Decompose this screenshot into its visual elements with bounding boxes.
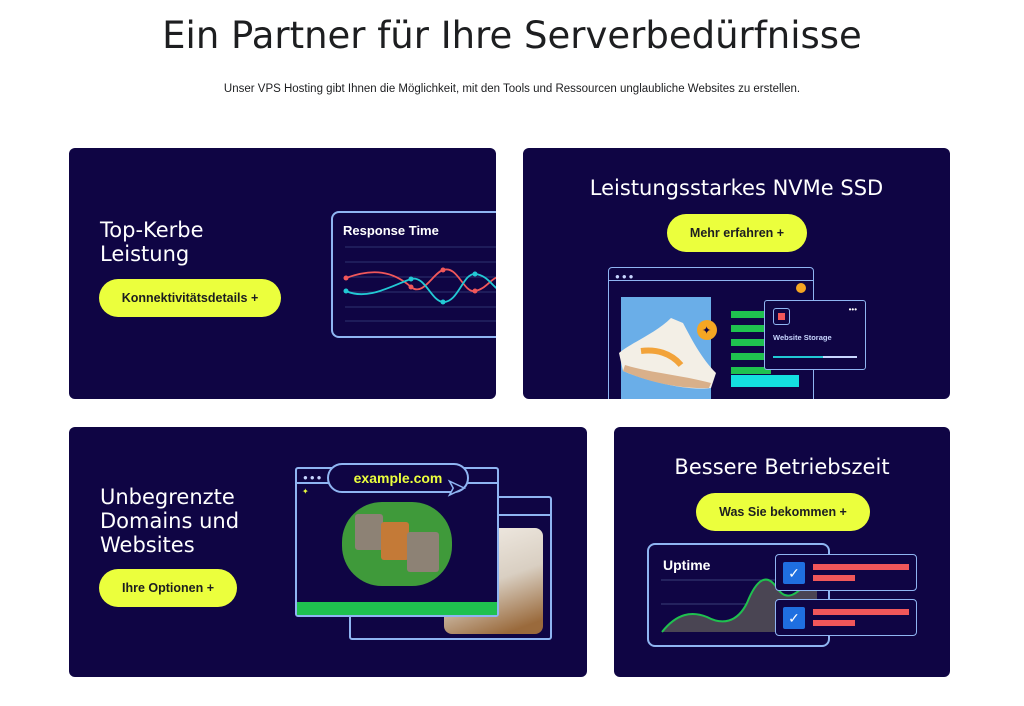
chart-title: Uptime [663, 557, 711, 573]
candle [407, 532, 439, 572]
card-nvme-ssd: Leistungsstarkes NVMe SSD Mehr erfahren … [523, 148, 950, 399]
title-line: Websites [100, 533, 195, 557]
window-dots: ●●● [303, 473, 324, 482]
widget-title: Website Storage [773, 333, 832, 342]
checklist-item: ✓ [775, 599, 917, 636]
cube-icon [773, 308, 790, 325]
window-dots: ●●● [615, 272, 636, 281]
candle [355, 514, 383, 550]
storage-widget: ••• Website Storage [764, 300, 866, 370]
coin-icon [796, 283, 806, 293]
checkbox-checked-icon: ✓ [783, 607, 805, 629]
learn-more-button[interactable]: Mehr erfahren + [667, 214, 807, 252]
brand-logo: ✦ [302, 487, 309, 496]
cyan-bar [731, 375, 799, 387]
url-bar: example.com [327, 463, 469, 493]
title-line: Top-Kerbe [100, 218, 204, 242]
response-lines [343, 246, 496, 322]
storage-progress [773, 356, 857, 358]
green-bars [731, 311, 771, 374]
what-you-get-button[interactable]: Was Sie bekommen + [696, 493, 870, 531]
title-line: Leistung [100, 242, 190, 266]
checklist-item: ✓ [775, 554, 917, 591]
cursor-icon: ➤ [446, 474, 466, 501]
sneaker-image: ✦ [619, 318, 717, 389]
card-uptime: Bessere Betriebszeit Was Sie bekommen + … [614, 427, 950, 677]
card-unlimited-domains: Unbegrenzte Domains und Websites Ihre Op… [69, 427, 587, 677]
title-line: Unbegrenzte [100, 485, 235, 509]
title-line: Domains und [100, 509, 240, 533]
checkbox-checked-icon: ✓ [783, 562, 805, 584]
connectivity-details-button[interactable]: Konnektivitätsdetails + [99, 279, 281, 317]
your-options-button[interactable]: Ihre Optionen + [99, 569, 237, 607]
page-subtitle: Unser VPS Hosting gibt Ihnen die Möglich… [223, 83, 801, 95]
svg-text:✦: ✦ [702, 325, 711, 337]
green-footer-bar [297, 602, 497, 615]
page-title: Ein Partner für Ihre Serverbedürfnisse [162, 14, 862, 57]
card-title: Top-Kerbe Leistung [100, 218, 204, 266]
card-performance: Top-Kerbe Leistung Konnektivitätsdetails… [69, 148, 496, 399]
candle [381, 522, 409, 560]
card-title: Leistungsstarkes NVMe SSD [589, 176, 884, 200]
response-time-chart: Response Time [331, 211, 496, 338]
card-title: Bessere Betriebszeit [674, 455, 890, 479]
chart-title: Response Time [343, 223, 439, 238]
card-title: Unbegrenzte Domains und Websites [100, 485, 239, 557]
more-icon: ••• [848, 305, 857, 314]
